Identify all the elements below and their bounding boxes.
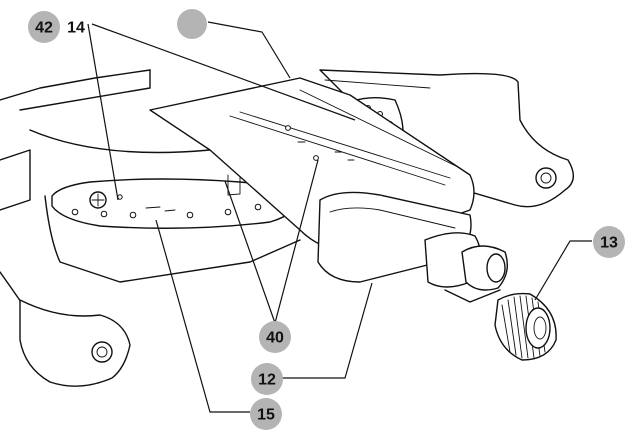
callout-12-label: 12 [258, 372, 276, 389]
fence-mounting-hole [535, 167, 557, 189]
leader-13 [534, 240, 592, 301]
left-front-foot [19, 299, 131, 387]
turntable-hole [254, 203, 262, 211]
leader-12 [282, 282, 373, 379]
callout-40: 40 [259, 321, 291, 353]
turntable-hole [100, 210, 108, 218]
leader-14 [87, 23, 119, 201]
callout-badge [250, 398, 282, 430]
callout-42-label: 42 [35, 20, 53, 37]
turntable-hole [71, 208, 79, 216]
callout-badge [177, 9, 207, 39]
callout-blank [177, 9, 207, 39]
callout-14-label: 14 [67, 20, 85, 37]
leader-blank [207, 21, 291, 79]
foot-mounting-hole [91, 341, 113, 363]
callout-12: 12 [251, 363, 283, 395]
callout-40-label: 40 [266, 330, 284, 347]
arm-hole [313, 155, 319, 161]
turntable-hole [129, 211, 137, 219]
turntable [51, 169, 301, 229]
leader-40a [224, 180, 276, 324]
callout-badge [259, 321, 291, 353]
callout-badge [251, 363, 283, 395]
callout-13-label: 13 [600, 235, 618, 252]
callout-badge [28, 11, 60, 43]
turntable-hole [224, 208, 232, 216]
arm-handle [317, 191, 508, 303]
leader-lines [87, 21, 592, 413]
locking-knob [494, 292, 557, 361]
leader-14b [91, 23, 356, 121]
callout-15: 15 [250, 398, 282, 430]
leader-40b [274, 159, 319, 324]
callout-13: 13 [593, 226, 625, 258]
turntable-hole [117, 194, 123, 200]
callout-42-14: 42 14 [28, 11, 85, 43]
callout-badge [593, 226, 625, 258]
leader-15 [155, 219, 250, 413]
callout-15-label: 15 [257, 407, 275, 424]
turntable-hole [186, 211, 194, 219]
arm-hole [285, 125, 291, 131]
